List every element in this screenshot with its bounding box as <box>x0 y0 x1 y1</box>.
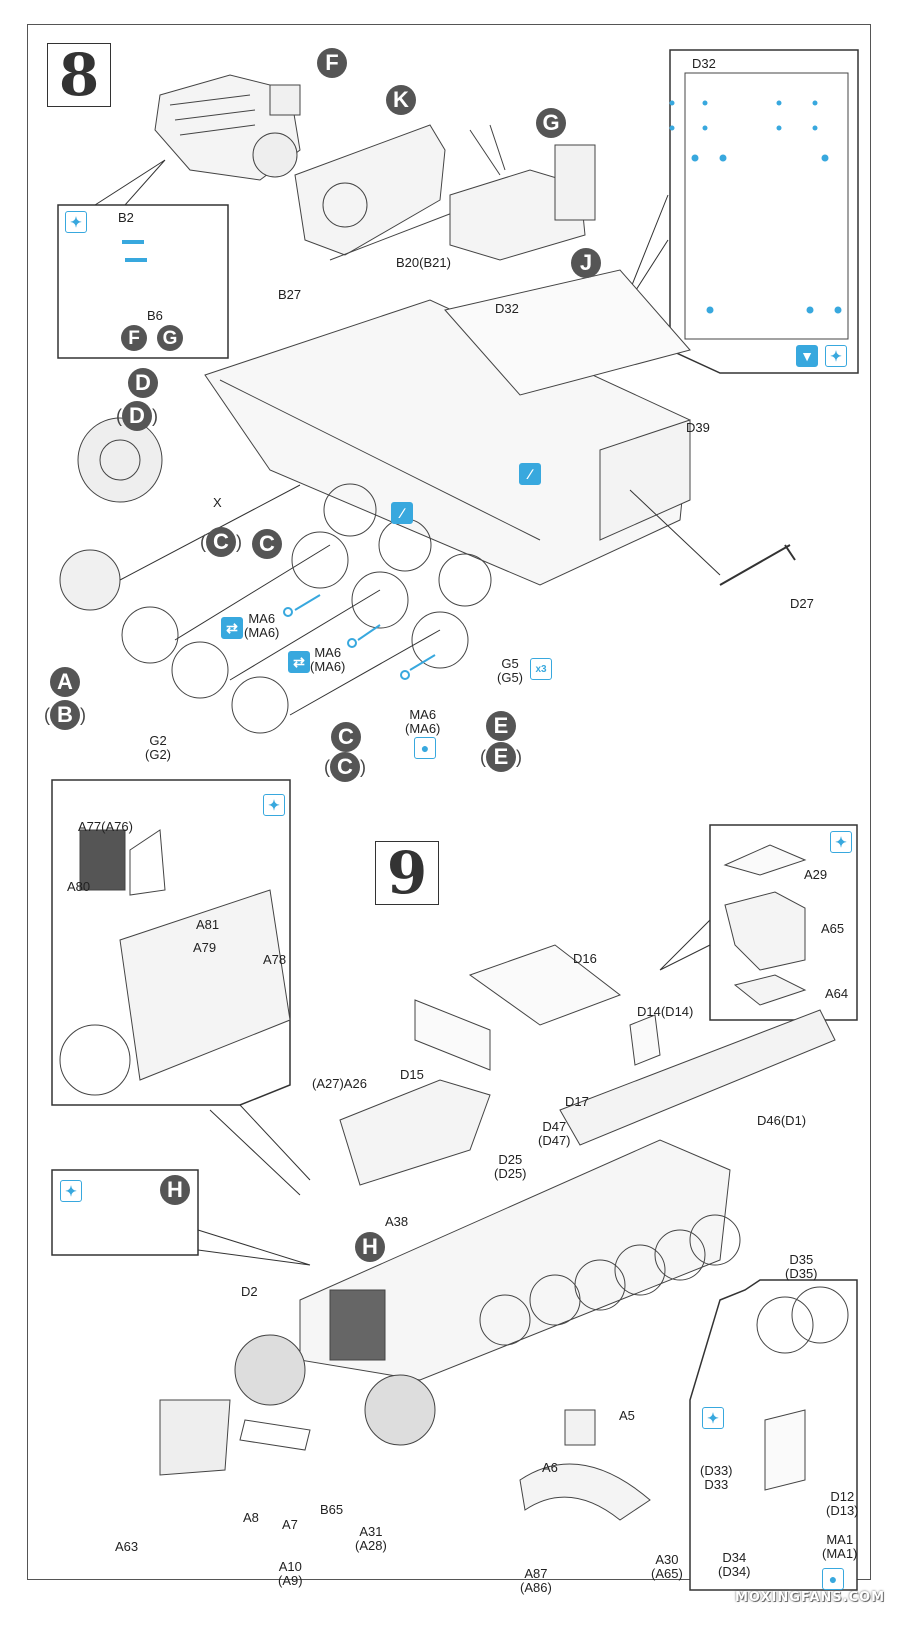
part-label-a80: A80 <box>67 879 91 894</box>
part-label-g5: G5 (G5) <box>497 656 523 685</box>
subassembly-badge-c: C <box>252 529 282 559</box>
paint-brush-icon: ✦ <box>263 794 285 816</box>
part-label-d15: D15 <box>400 1067 424 1082</box>
part-label-d27: D27 <box>790 596 814 611</box>
part-label-a63: A63 <box>115 1539 139 1554</box>
part-label-d32: D32 <box>495 301 519 316</box>
paint-brush-icon: ✦ <box>702 1407 724 1429</box>
paint-brush-icon: ✦ <box>825 345 847 367</box>
paint-brush-icon: ✦ <box>65 211 87 233</box>
cement-drop-icon: ▼ <box>796 345 818 367</box>
part-label-d33: (D33) D33 <box>700 1463 733 1492</box>
part-label-a29: A29 <box>804 867 828 882</box>
watermark: MOXINGFANS.COM <box>735 1590 886 1605</box>
subassembly-badge-k: K <box>386 85 416 115</box>
part-label-b65: B65 <box>320 1502 344 1517</box>
engine-drawing <box>154 74 301 181</box>
subassembly-badge-e: E <box>486 711 516 741</box>
part-label-ma6-3: MA6 (MA6) <box>405 707 441 736</box>
hatched-decal-icon: ∕ <box>519 463 541 485</box>
subassembly-badge-a: A <box>50 667 80 697</box>
part-label-a30: A30 (A65) <box>651 1552 683 1581</box>
chassis-drawing <box>204 269 691 586</box>
radiator-grille-drawing <box>79 829 126 891</box>
subassembly-badge-j: J <box>571 248 601 278</box>
flip-icon: ⇄ <box>288 651 310 673</box>
subassembly-badge-h-inset: H <box>160 1175 190 1205</box>
part-label-b6: B6 <box>147 308 163 323</box>
subassembly-badge-c-mirror: ( C ) <box>200 527 242 557</box>
part-label-d46: D46(D1) <box>757 1113 807 1128</box>
subassembly-badge-g-inset: G <box>157 325 183 351</box>
highlighted-parts <box>122 100 842 314</box>
part-label-x: X <box>213 495 222 510</box>
front-wheel <box>77 417 163 503</box>
part-label-ma1: MA1 (MA1) <box>822 1532 858 1561</box>
part-label-a26: (A27)A26 <box>312 1076 367 1091</box>
part-label-a31: A31 (A28) <box>355 1524 387 1553</box>
part-label-d14: D14(D14) <box>637 1004 694 1019</box>
dashboard-drawing <box>294 124 461 261</box>
part-label-d12: D12 (D13) <box>826 1489 859 1518</box>
subassembly-badge-h: H <box>355 1232 385 1262</box>
part-label-a38: A38 <box>385 1214 409 1229</box>
instruction-page-frame <box>27 24 871 1580</box>
subassembly-badge-f: F <box>317 48 347 78</box>
gun-barrel-drawing <box>559 1009 836 1146</box>
d16-drawing <box>468 944 622 1026</box>
part-label-d16: D16 <box>573 951 597 966</box>
part-label-a8: A8 <box>243 1510 259 1525</box>
part-label-d2: D2 <box>241 1284 258 1299</box>
part-label-d32-inset: D32 <box>692 56 716 71</box>
part-label-b20: B20(B21) <box>396 255 451 270</box>
paint-brush-icon: ✦ <box>830 831 852 853</box>
part-label-d39: D39 <box>686 420 710 435</box>
part-label-d17: D17 <box>565 1094 589 1109</box>
subassembly-badge-c-2: C <box>331 722 361 752</box>
drop-icon: ● <box>822 1568 844 1590</box>
part-label-ma6-1: MA6 (MA6) <box>244 611 280 640</box>
part-label-a64: A64 <box>825 986 849 1001</box>
part-label-a81: A81 <box>196 917 220 932</box>
part-label-a87: A87 (A86) <box>520 1566 552 1595</box>
part-label-g2: G2 (G2) <box>145 733 171 762</box>
subassembly-badge-d-mirror: ( D ) <box>116 401 158 431</box>
paint-brush-icon: ✦ <box>60 1180 82 1202</box>
part-label-ma6-2: MA6 (MA6) <box>310 645 346 674</box>
drop-icon: ● <box>414 737 436 759</box>
part-label-d25: D25 (D25) <box>494 1152 527 1181</box>
front-grille-drawing <box>159 1399 231 1476</box>
part-label-d35: D35 (D35) <box>785 1252 818 1281</box>
subassembly-badge-f-inset: F <box>121 325 147 351</box>
step9-road-wheels <box>479 1214 741 1346</box>
part-label-d47: D47 (D47) <box>538 1119 571 1148</box>
part-label-b27: B27 <box>278 287 302 302</box>
hatched-decal-icon: ∕ <box>391 502 413 524</box>
part-label-a7: A7 <box>282 1517 298 1532</box>
part-label-a78: A78 <box>263 952 287 967</box>
part-label-a6: A6 <box>542 1460 558 1475</box>
part-label-a10: A10 (A9) <box>278 1559 303 1588</box>
multiplier-x3-icon: x3 <box>530 658 552 680</box>
part-label-b2: B2 <box>118 210 134 225</box>
ammo-box-drawing <box>449 124 596 261</box>
subassembly-badge-e-mirror: ( E ) <box>480 742 522 772</box>
subassembly-badge-c-2-mirror: ( C ) <box>324 752 366 782</box>
flip-icon: ⇄ <box>221 617 243 639</box>
part-label-a5: A5 <box>619 1408 635 1423</box>
step-number-8: 8 <box>47 43 111 107</box>
step-number-9: 9 <box>375 841 439 905</box>
subassembly-badge-g: G <box>536 108 566 138</box>
part-label-d34: D34 (D34) <box>718 1550 751 1579</box>
part-label-a65: A65 <box>821 921 845 936</box>
part-label-a79: A79 <box>193 940 217 955</box>
part-label-a77: A77(A76) <box>78 819 133 834</box>
subassembly-badge-d: D <box>128 368 158 398</box>
subassembly-badge-b-mirror: ( B ) <box>44 700 86 730</box>
